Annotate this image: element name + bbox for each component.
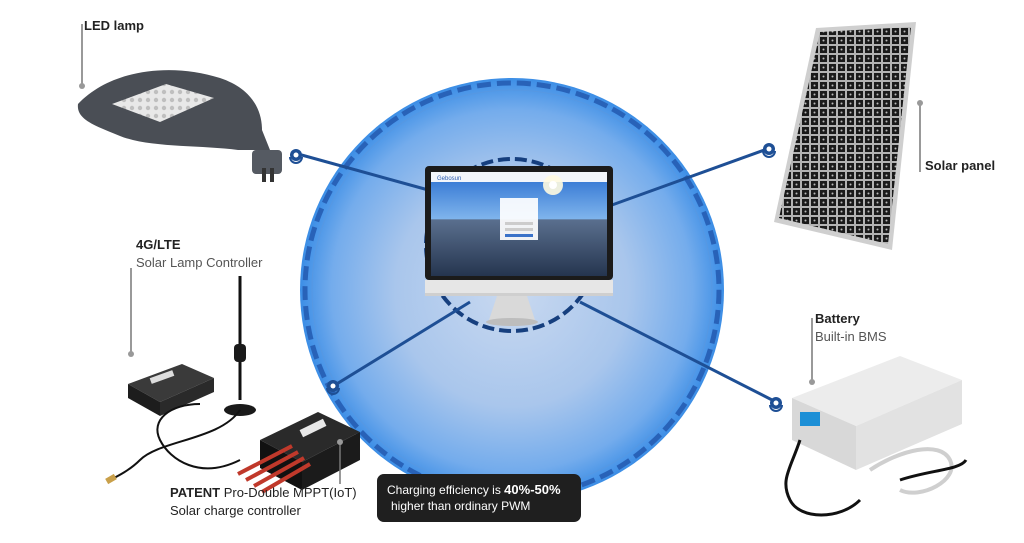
controller-4g-label: 4G/LTE Solar Lamp Controller (136, 236, 262, 272)
monitor-login-box (500, 198, 538, 240)
monitor-brand: Gebosun (437, 176, 461, 182)
mppt-subtitle: Solar charge controller (170, 503, 301, 518)
controller-4g-subtitle: Solar Lamp Controller (136, 255, 263, 270)
battery-title: Battery (815, 311, 860, 326)
led-lamp-title: LED lamp (84, 18, 144, 33)
mppt-controller-image (156, 403, 360, 494)
solar-panel-label: Solar panel (925, 157, 995, 175)
link-led-lamp (297, 152, 433, 193)
battery-subtitle: Built-in BMS (815, 329, 887, 344)
battery-label: Battery Built-in BMS (815, 310, 887, 346)
led-lamp-image (77, 24, 282, 182)
callout-line1-value: 40%-50% (504, 482, 561, 497)
efficiency-callout: Charging efficiency is 40%-50% higher th… (377, 474, 581, 522)
mppt-label: PATENT Pro-Double MPPT(IoT) Solar charge… (170, 484, 357, 520)
link-controller (334, 300, 471, 387)
connector-node-panel (762, 143, 776, 158)
led-lamp-label: LED lamp (84, 17, 144, 35)
connector-node-battery (769, 397, 783, 412)
connector-node-led (289, 149, 303, 164)
mppt-title: Pro-Double MPPT(IoT) (220, 485, 357, 500)
mppt-prefix: PATENT (170, 485, 221, 500)
controller-4g-title: 4G/LTE (136, 237, 181, 252)
connector-node-controller (326, 380, 340, 395)
link-battery (579, 300, 777, 404)
monitor: Gebosun (425, 166, 613, 326)
solar-panel-image (774, 22, 923, 250)
connection-lines (297, 146, 777, 404)
solar-panel-title: Solar panel (925, 158, 996, 173)
callout-line2: higher than ordinary PWM (391, 499, 531, 513)
controller-4g-image (105, 268, 256, 485)
link-solar-panel (611, 146, 771, 207)
callout-line1-prefix: Charging efficiency is (387, 483, 505, 497)
connector-nodes (289, 143, 783, 412)
battery-image (784, 318, 968, 517)
